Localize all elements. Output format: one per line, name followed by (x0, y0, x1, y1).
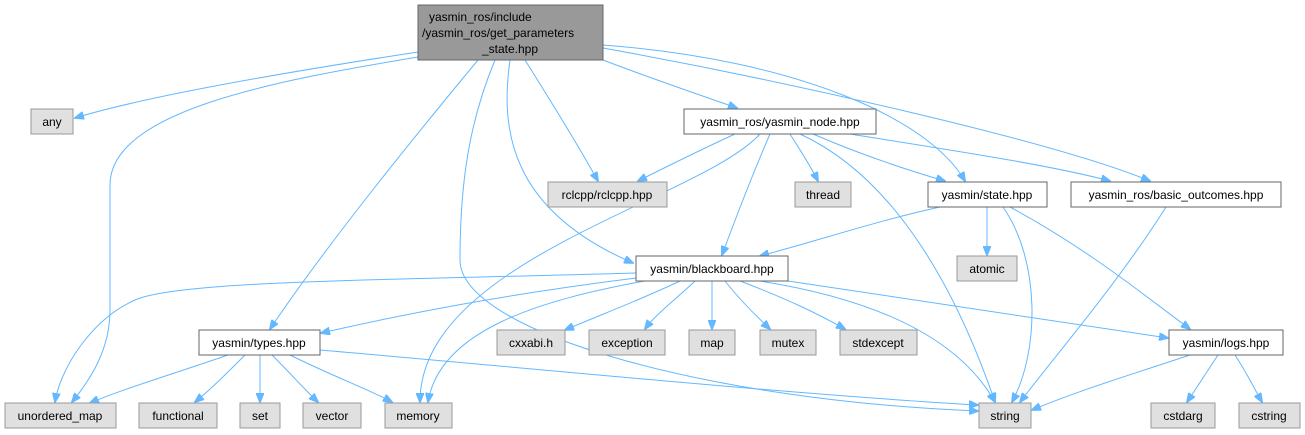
edge-blackboard-to-unordered-map (55, 272, 637, 402)
node-any-label: any (42, 115, 61, 129)
edge-root-to-rclcpp (524, 59, 598, 181)
edge-logs-to-cstring (1234, 354, 1262, 402)
node-atomic-label: atomic (969, 262, 1004, 276)
edge-root-to-string (459, 59, 978, 411)
edge-root-to-unordered-map (72, 56, 419, 402)
edge-yasmin-node-to-basic-outcomes (849, 133, 1110, 181)
node-cstring[interactable]: cstring (1238, 402, 1301, 429)
edge-basic-outcomes-to-string (1020, 206, 1167, 402)
node-state-label: yasmin/state.hpp (942, 188, 1033, 202)
edge-root-to-state (602, 44, 965, 181)
node-yasmin-node[interactable]: yasmin_ros/yasmin_node.hpp (683, 108, 877, 135)
node-logs-label: yasmin/logs.hpp (1183, 336, 1270, 350)
node-vector-label: vector (316, 409, 349, 423)
node-cstdarg-label: cstdarg (1163, 409, 1202, 423)
edge-types-to-unordered-map (90, 354, 229, 403)
node-rclcpp-label: rclcpp/rclcpp.hpp (562, 188, 653, 202)
edge-yasmin-node-to-state (812, 133, 945, 181)
node-unordered-map[interactable]: unordered_map (4, 402, 117, 429)
edge-state-to-string (1002, 206, 1033, 402)
node-stdexcept[interactable]: stdexcept (839, 329, 918, 356)
node-unordered-map-label: unordered_map (18, 409, 103, 423)
node-atomic[interactable]: atomic (956, 255, 1018, 282)
node-thread-label: thread (806, 188, 840, 202)
node-types-label: yasmin/types.hpp (212, 336, 306, 350)
edge-logs-to-string (1032, 354, 1191, 410)
node-map-label: map (700, 336, 724, 350)
edges-layer (55, 44, 1262, 411)
node-mutex[interactable]: mutex (759, 329, 817, 356)
node-set[interactable]: set (239, 402, 281, 429)
edge-types-to-vector (271, 354, 318, 402)
root-label-line-3: _state.hpp (481, 42, 538, 56)
edge-blackboard-to-types (321, 277, 637, 333)
edge-types-to-memory (289, 354, 392, 402)
edge-root-to-yasmin-node (602, 59, 737, 108)
node-set-label: set (252, 409, 269, 423)
root-label-line-1: yasmin_ros/include (429, 10, 532, 24)
edge-blackboard-to-stdexcept (739, 280, 845, 329)
node-exception[interactable]: exception (588, 329, 666, 356)
edge-yasmin-node-to-string (799, 133, 995, 402)
edge-blackboard-to-exception (645, 280, 696, 329)
edge-blackboard-to-logs (787, 280, 1168, 338)
node-state[interactable]: yasmin/state.hpp (927, 181, 1048, 208)
node-functional[interactable]: functional (138, 402, 218, 429)
edge-state-to-blackboard (760, 206, 941, 256)
edge-logs-to-cstdarg (1187, 354, 1219, 402)
node-basic-outcomes-label: yasmin_ros/basic_outcomes.hpp (1089, 188, 1264, 202)
node-basic-outcomes[interactable]: yasmin_ros/basic_outcomes.hpp (1070, 181, 1282, 208)
edge-root-to-any (75, 51, 419, 118)
edge-types-to-string (319, 349, 978, 405)
edge-blackboard-to-mutex (724, 280, 770, 329)
edge-yasmin-node-to-blackboard (722, 133, 771, 255)
node-any[interactable]: any (30, 108, 74, 135)
node-cxxabi[interactable]: cxxabi.h (496, 329, 566, 356)
node-cxxabi-label: cxxabi.h (509, 336, 553, 350)
nodes-layer: yasmin_ros/include /yasmin_ros/get_param… (4, 4, 1301, 429)
node-thread[interactable]: thread (794, 181, 852, 208)
node-cstring-label: cstring (1251, 409, 1286, 423)
edge-blackboard-to-string (759, 280, 995, 402)
node-functional-label: functional (152, 409, 203, 423)
node-stdexcept-label: stdexcept (852, 336, 904, 350)
node-cstdarg[interactable]: cstdarg (1150, 402, 1216, 429)
node-root-file[interactable]: yasmin_ros/include /yasmin_ros/get_param… (417, 4, 604, 61)
node-string-label: string (990, 409, 1019, 423)
node-blackboard[interactable]: yasmin/blackboard.hpp (635, 255, 789, 282)
node-string[interactable]: string (978, 402, 1032, 429)
node-memory[interactable]: memory (384, 402, 453, 429)
node-mutex-label: mutex (772, 336, 805, 350)
edge-blackboard-to-cxxabi (565, 280, 681, 330)
node-blackboard-label: yasmin/blackboard.hpp (650, 262, 774, 276)
node-vector[interactable]: vector (302, 402, 362, 429)
edge-blackboard-to-memory (428, 280, 646, 402)
edge-root-to-basic-outcomes (602, 47, 1150, 181)
edge-yasmin-node-to-thread (789, 133, 818, 181)
node-exception-label: exception (601, 336, 652, 350)
edge-yasmin-node-to-rclcpp (638, 133, 736, 181)
edge-state-to-logs (1009, 206, 1190, 329)
root-label-line-2: /yasmin_ros/get_parameters (422, 26, 574, 40)
edge-root-to-blackboard (506, 59, 633, 263)
node-types[interactable]: yasmin/types.hpp (198, 329, 321, 356)
edge-yasmin-node-to-memory (420, 133, 761, 402)
node-rclcpp[interactable]: rclcpp/rclcpp.hpp (547, 181, 668, 208)
edge-root-to-types (270, 59, 479, 329)
node-map[interactable]: map (688, 329, 736, 356)
edge-types-to-functional (195, 354, 246, 402)
node-yasmin-node-label: yasmin_ros/yasmin_node.hpp (700, 115, 860, 129)
node-memory-label: memory (396, 409, 439, 423)
node-logs[interactable]: yasmin/logs.hpp (1168, 329, 1284, 356)
